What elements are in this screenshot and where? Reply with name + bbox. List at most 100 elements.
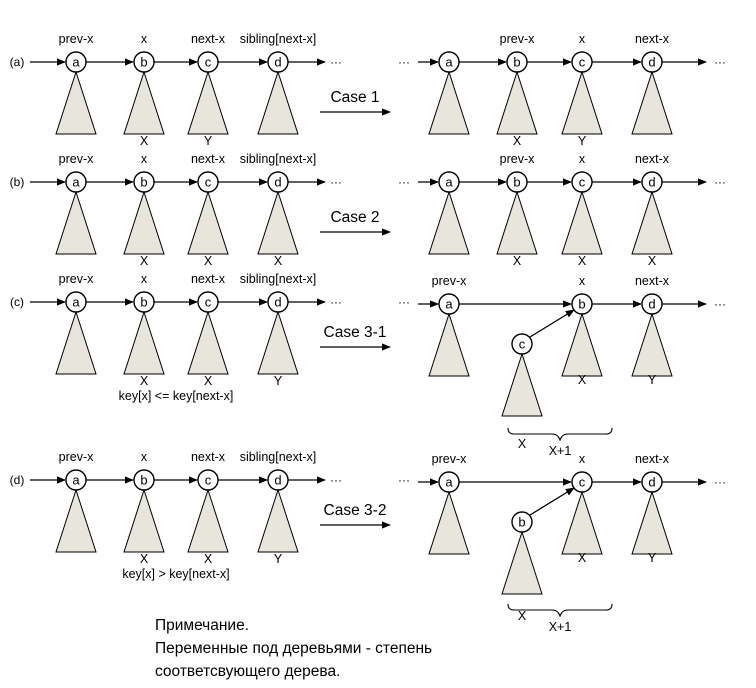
row-d-left-tree-1 bbox=[123, 488, 165, 553]
row-b-right-pointer-1: prev-x bbox=[500, 152, 535, 166]
row-d-case-label: Case 3-2 bbox=[324, 502, 387, 519]
row-d-left-pointer-0: prev-x bbox=[59, 450, 94, 464]
row-c-right-pointer-1: x bbox=[579, 274, 586, 288]
row-c-left-node-d-label: d bbox=[274, 295, 281, 310]
row-b-right-degree-2: X bbox=[578, 254, 587, 268]
footnote: Примечание. Переменные под деревьями - с… bbox=[155, 614, 432, 683]
row-b-left-pointer-3: sibling[next-x] bbox=[240, 152, 316, 166]
row-d-left-pointer-1: x bbox=[141, 450, 148, 464]
row-a-left-degree-2: Y bbox=[204, 134, 213, 148]
row-a-right-tree-0 bbox=[428, 70, 470, 135]
row-b-right-degree-1: X bbox=[513, 254, 522, 268]
row-d-right-tail-dots: ··· bbox=[714, 475, 726, 489]
row-a-left-pointer-2: next-x bbox=[191, 32, 226, 46]
row-d-right-degree-1: X bbox=[578, 551, 587, 565]
row-c-right-tree-0 bbox=[428, 312, 470, 377]
row-d-right-node-c-label: c bbox=[579, 475, 586, 490]
row-d-left-node-d-label: d bbox=[274, 473, 281, 488]
row-d-brace-label: X+1 bbox=[549, 620, 572, 634]
row-d-brace bbox=[507, 603, 613, 618]
row-c-left-tree-0 bbox=[55, 310, 97, 375]
row-a-left-tail-dots: ··· bbox=[330, 55, 342, 69]
row-c-right-lead-dots: ··· bbox=[398, 295, 410, 309]
row-a-right-degree-1: X bbox=[513, 134, 522, 148]
row-d-child-link bbox=[529, 487, 575, 516]
row-b-left-tree-1 bbox=[123, 190, 165, 255]
row-b-left-tail-dots: ··· bbox=[330, 175, 342, 189]
row-d-left-node-a-label: a bbox=[72, 473, 80, 488]
row-a-left-node-b-label: b bbox=[140, 55, 147, 70]
row-a-left-tree-2 bbox=[187, 70, 229, 135]
row-b-left-tree-0 bbox=[55, 190, 97, 255]
row-c-left-tree-2 bbox=[187, 310, 229, 375]
row-b-left-pointer-1: x bbox=[141, 152, 148, 166]
row-d-condition: key[x] > key[next-x] bbox=[122, 567, 229, 581]
row-a-left-pointer-0: prev-x bbox=[59, 32, 94, 46]
row-a-left-node-c-label: c bbox=[205, 55, 212, 70]
row-a-right-node-d-label: d bbox=[648, 55, 655, 70]
row-c-left-pointer-0: prev-x bbox=[59, 272, 94, 286]
row-d-left-degree-3: Y bbox=[274, 552, 283, 566]
row-a-left-tree-0 bbox=[55, 70, 97, 135]
row-c-child-link bbox=[529, 309, 575, 338]
row-a-left-tree-3 bbox=[257, 70, 299, 135]
row-d-right-node-d-label: d bbox=[648, 475, 655, 490]
row-c-child-node-c bbox=[511, 333, 533, 355]
row-b-right-pointer-2: x bbox=[579, 152, 586, 166]
row-c-left-node-c-label: c bbox=[205, 295, 212, 310]
row-a-right-pointer-2: x bbox=[579, 32, 586, 46]
row-c-child-degree: X bbox=[518, 437, 527, 451]
row-d-left-tree-3 bbox=[257, 488, 299, 553]
row-d-right-tree-1 bbox=[561, 490, 603, 555]
row-d-right-tree-2 bbox=[631, 490, 673, 555]
row-d-right-pointer-2: next-x bbox=[635, 452, 670, 466]
row-d-child-node-b bbox=[511, 511, 533, 533]
row-c-right-pointer-0: prev-x bbox=[432, 274, 467, 288]
row-c-left-node-b-label: b bbox=[140, 295, 147, 310]
row-c-left-degree-2: X bbox=[204, 374, 213, 388]
footnote-line-3: соответсвующего дерева. bbox=[155, 663, 341, 680]
footnote-line-2: Переменные под деревьями - степень bbox=[155, 640, 433, 657]
row-c-condition: key[x] <= key[next-x] bbox=[119, 389, 234, 403]
row-a-right-node-a-label: a bbox=[445, 55, 453, 70]
row-d-right-pointer-1: x bbox=[579, 452, 586, 466]
row-a-left-pointer-1: x bbox=[141, 32, 148, 46]
row-b-left-node-d-label: d bbox=[274, 175, 281, 190]
row-c-left-node-a-label: a bbox=[72, 295, 80, 310]
row-b-right-tree-2 bbox=[561, 190, 603, 255]
row-c-left-tail-dots: ··· bbox=[330, 295, 342, 309]
row-c-left-tree-1 bbox=[123, 310, 165, 375]
row-c-right-degree-1: X bbox=[578, 373, 587, 387]
row-c-right-pointer-2: next-x bbox=[635, 274, 670, 288]
row-b-left-node-c-label: c bbox=[205, 175, 212, 190]
row-b-right-tree-1 bbox=[496, 190, 538, 255]
row-a-left-pointer-3: sibling[next-x] bbox=[240, 32, 316, 46]
row-a-right-pointer-1: prev-x bbox=[500, 32, 535, 46]
row-a-left-degree-1: X bbox=[140, 134, 149, 148]
row-d-left-tail-dots: ··· bbox=[330, 473, 342, 487]
row-c-child-node-c-label: c bbox=[519, 337, 526, 352]
row-b-left-pointer-0: prev-x bbox=[59, 152, 94, 166]
row-c-right-tree-2 bbox=[631, 312, 673, 377]
row-b-left-degree-2: X bbox=[204, 254, 213, 268]
row-c-left-tree-3 bbox=[257, 310, 299, 375]
row-d-left-degree-1: X bbox=[140, 552, 149, 566]
row-a-right-tree-2 bbox=[561, 70, 603, 135]
row-a-right-tail-dots: ··· bbox=[714, 55, 726, 69]
row-b-left-node-a-label: a bbox=[72, 175, 80, 190]
row-b-left-node-b-label: b bbox=[140, 175, 147, 190]
row-d-left-tree-0 bbox=[55, 488, 97, 553]
row-b-label: (b) bbox=[10, 175, 25, 189]
row-b-right-node-a-label: a bbox=[445, 175, 453, 190]
row-a-left-tree-1 bbox=[123, 70, 165, 135]
row-a-right-tree-1 bbox=[496, 70, 538, 135]
row-a-right-node-b-label: b bbox=[513, 55, 520, 70]
row-d-left-pointer-3: sibling[next-x] bbox=[240, 450, 316, 464]
row-a-right-lead-dots: ··· bbox=[398, 55, 410, 69]
row-d-child-tree bbox=[501, 530, 543, 595]
row-c-right-tail-dots: ··· bbox=[714, 297, 726, 311]
row-a-right-node-c-label: c bbox=[579, 55, 586, 70]
row-c-left-degree-3: Y bbox=[274, 374, 283, 388]
row-c-label: (c) bbox=[10, 295, 24, 309]
